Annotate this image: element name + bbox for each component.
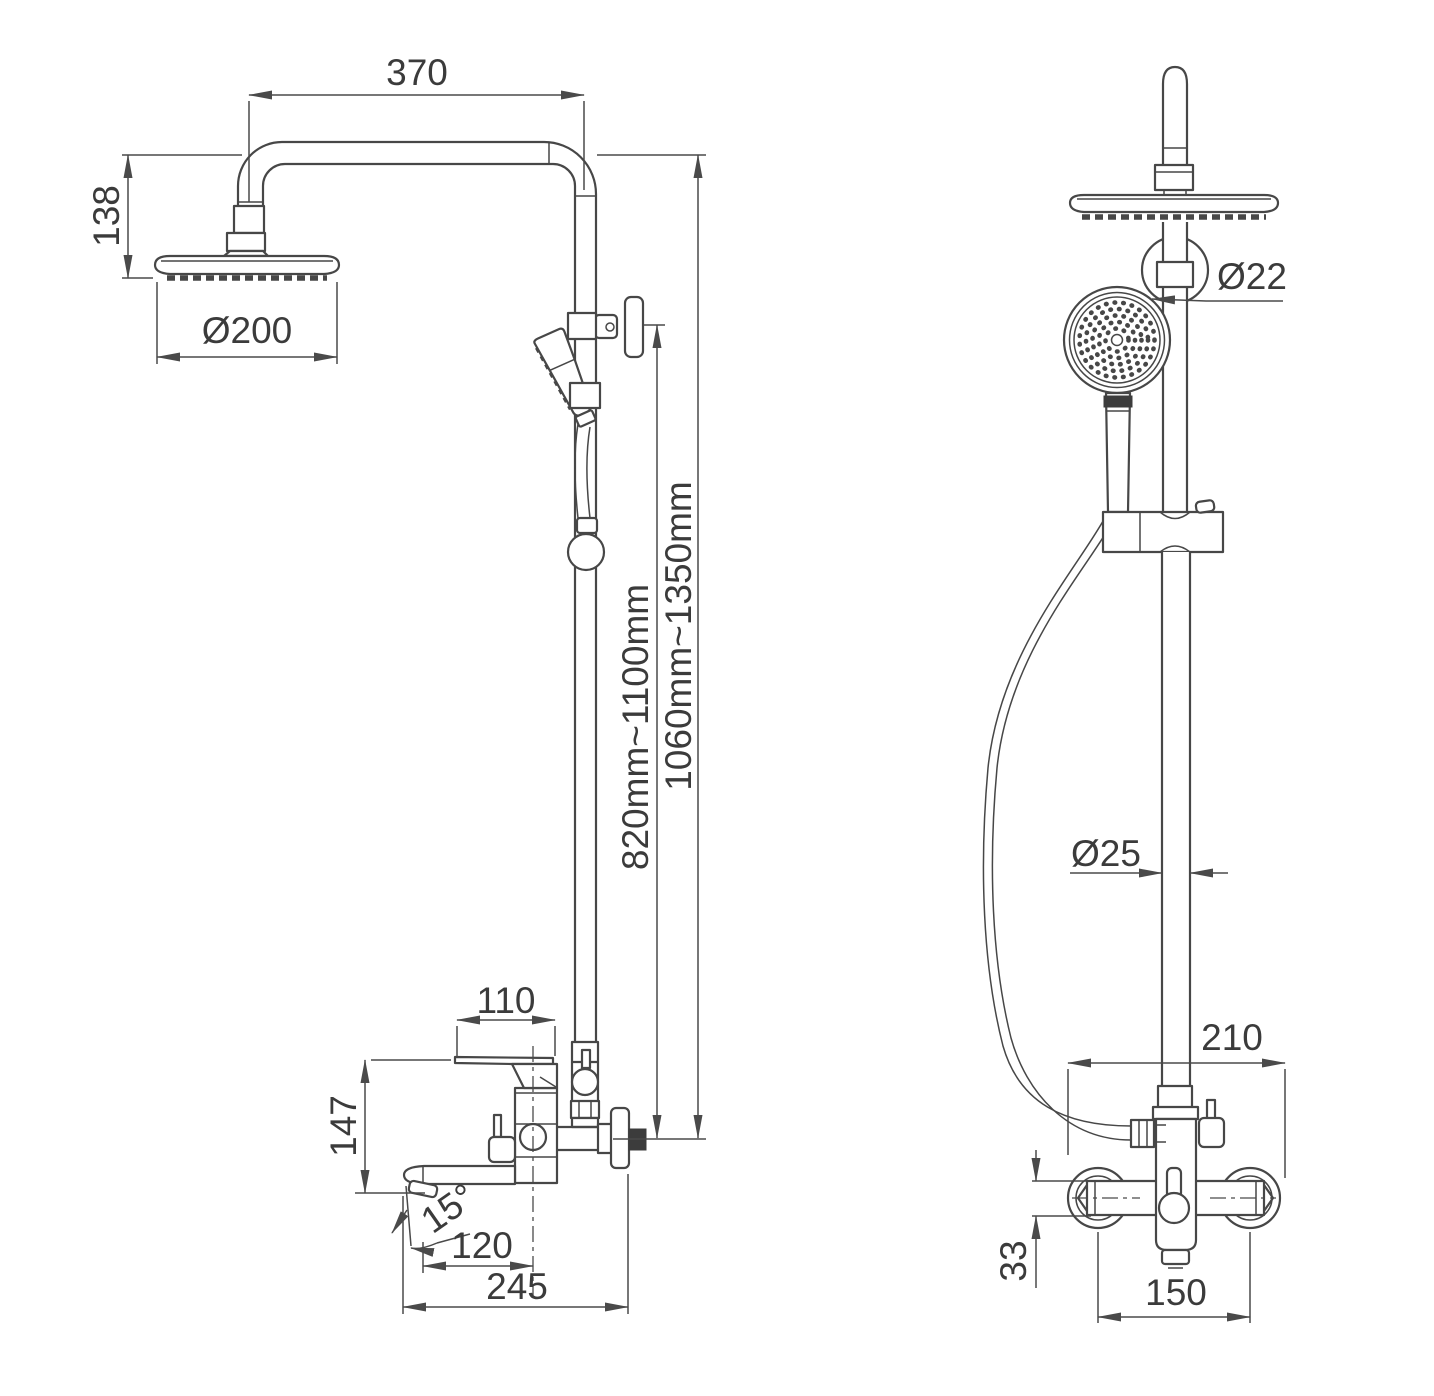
dim-handle-length: 110 (456, 980, 556, 1057)
dim-overall-width-label: 210 (1201, 1017, 1263, 1058)
rain-shower-head-edge (1068, 193, 1280, 220)
shower-arm (236, 140, 598, 206)
dim-spout-reach: 120 (422, 1225, 534, 1273)
slider-knob (566, 532, 606, 572)
dim-head-diameter: Ø200 (156, 282, 338, 364)
diverter-knob (570, 1067, 600, 1097)
dimension-annotations: 370 138 Ø200 820mm~1100mm 1060mm~1350mm (86, 52, 1287, 1323)
mixer-side (402, 1040, 647, 1298)
dim-mixer-height-label: 147 (323, 1095, 364, 1157)
rain-shower-head-side (153, 204, 341, 281)
dim-inlet-centers: 150 (1097, 1232, 1251, 1323)
left-view-side-elevation (153, 140, 647, 1298)
dim-column-height: 1060mm~1350mm (597, 154, 706, 1140)
hand-shower-nozzles (535, 347, 572, 411)
riser-pipe-lower (1160, 552, 1192, 1086)
dim-upper-pipe-diameter: Ø22 (1151, 256, 1287, 305)
mixer-knob-front (1157, 1191, 1191, 1225)
wall-flange (609, 1106, 631, 1170)
hand-shower-face (1062, 285, 1172, 395)
dim-overall-reach: 245 (402, 1174, 629, 1314)
dim-arm-length: 370 (248, 52, 585, 202)
dim-slider-height-label: 820mm~1100mm (615, 584, 656, 870)
dim-handle-length-label: 110 (477, 980, 536, 1021)
diverter-pull-knob (487, 1135, 517, 1164)
shower-hose (982, 513, 1132, 1141)
dim-head-offset: 138 (86, 154, 242, 279)
dim-inlet-pipe-height: 33 (993, 1150, 1091, 1288)
hand-shower-side (533, 327, 597, 428)
slider-holder-side (568, 381, 602, 410)
dim-overall-width: 210 (1067, 1017, 1286, 1178)
top-pipe (1153, 65, 1195, 195)
dim-slider-height: 820mm~1100mm (615, 324, 665, 1139)
dim-inlet-centers-label: 150 (1145, 1272, 1207, 1313)
dim-mixer-height: 147 (323, 1059, 451, 1194)
dim-head-diameter-label: Ø200 (202, 310, 293, 351)
hose-connector-side (566, 423, 606, 572)
diverter-knob-front (1197, 1116, 1226, 1149)
slide-bar-wall-bracket (566, 295, 645, 359)
holder-lock-button (1194, 499, 1216, 514)
dim-head-offset-label: 138 (86, 185, 127, 247)
dim-spout-reach-label: 120 (451, 1225, 513, 1266)
dim-inlet-pipe-height-label: 33 (993, 1240, 1034, 1281)
dim-arm-length-label: 370 (386, 52, 448, 93)
dim-overall-reach-label: 245 (486, 1266, 548, 1307)
dim-column-height-label: 1060mm~1350mm (658, 481, 699, 791)
hand-shower-handle (1103, 391, 1133, 514)
dim-upper-pipe-diameter-label: Ø22 (1217, 256, 1287, 297)
right-view-front-elevation (982, 65, 1282, 1269)
bracket-slider (1155, 260, 1195, 289)
mixer-front (1066, 1084, 1282, 1269)
dim-lower-pipe-diameter: Ø25 (1070, 833, 1228, 878)
dim-lower-pipe-diameter-label: Ø25 (1071, 833, 1141, 874)
hose-nut (1129, 1118, 1156, 1149)
